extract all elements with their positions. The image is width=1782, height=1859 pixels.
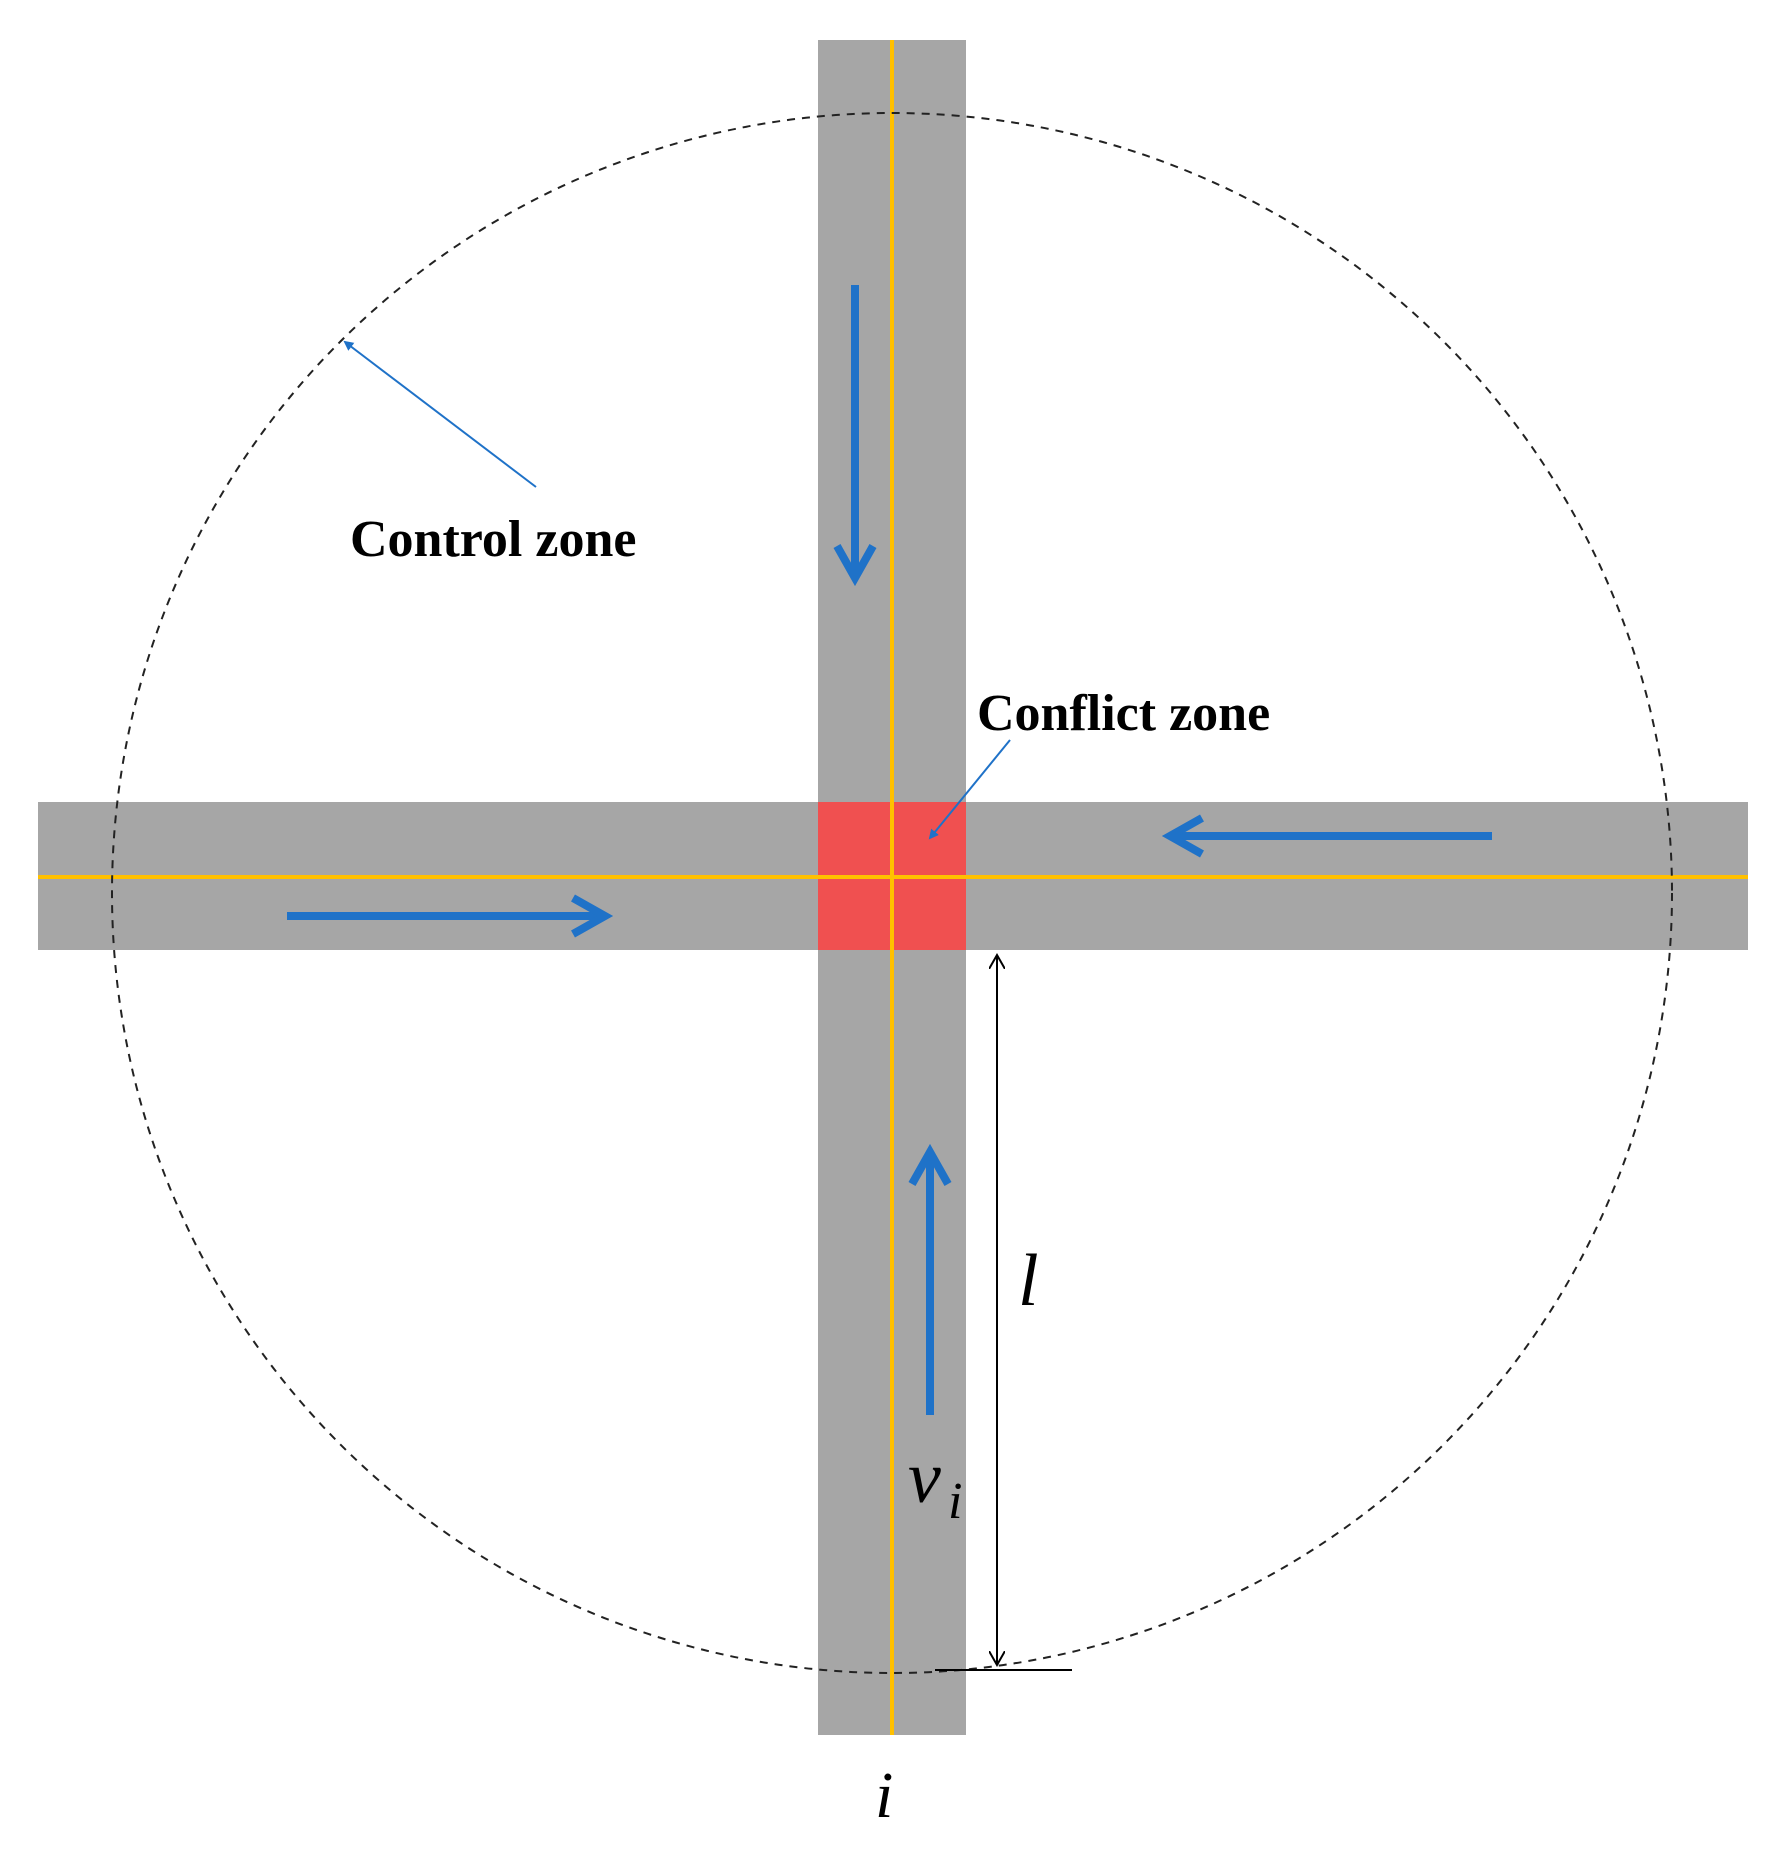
vehicle-index-label: i (875, 1759, 893, 1832)
arrow-westbound-head (1161, 814, 1204, 858)
velocity-subscript: i (948, 1473, 962, 1530)
arrow-southbound-head (833, 544, 877, 587)
control-zone-label: Control zone (350, 511, 636, 568)
control-zone-pointer (343, 340, 537, 488)
conflict-zone-pointer (928, 739, 1011, 840)
traffic-arrows (287, 285, 1492, 1415)
arrow-northbound-head (908, 1143, 952, 1186)
conflict-zone-label: Conflict zone (977, 685, 1270, 742)
control-zone-boundary (111, 112, 1673, 1674)
distance-label: l (1018, 1240, 1039, 1322)
velocity-label: v (908, 1437, 941, 1519)
arrow-eastbound-head (571, 894, 614, 938)
